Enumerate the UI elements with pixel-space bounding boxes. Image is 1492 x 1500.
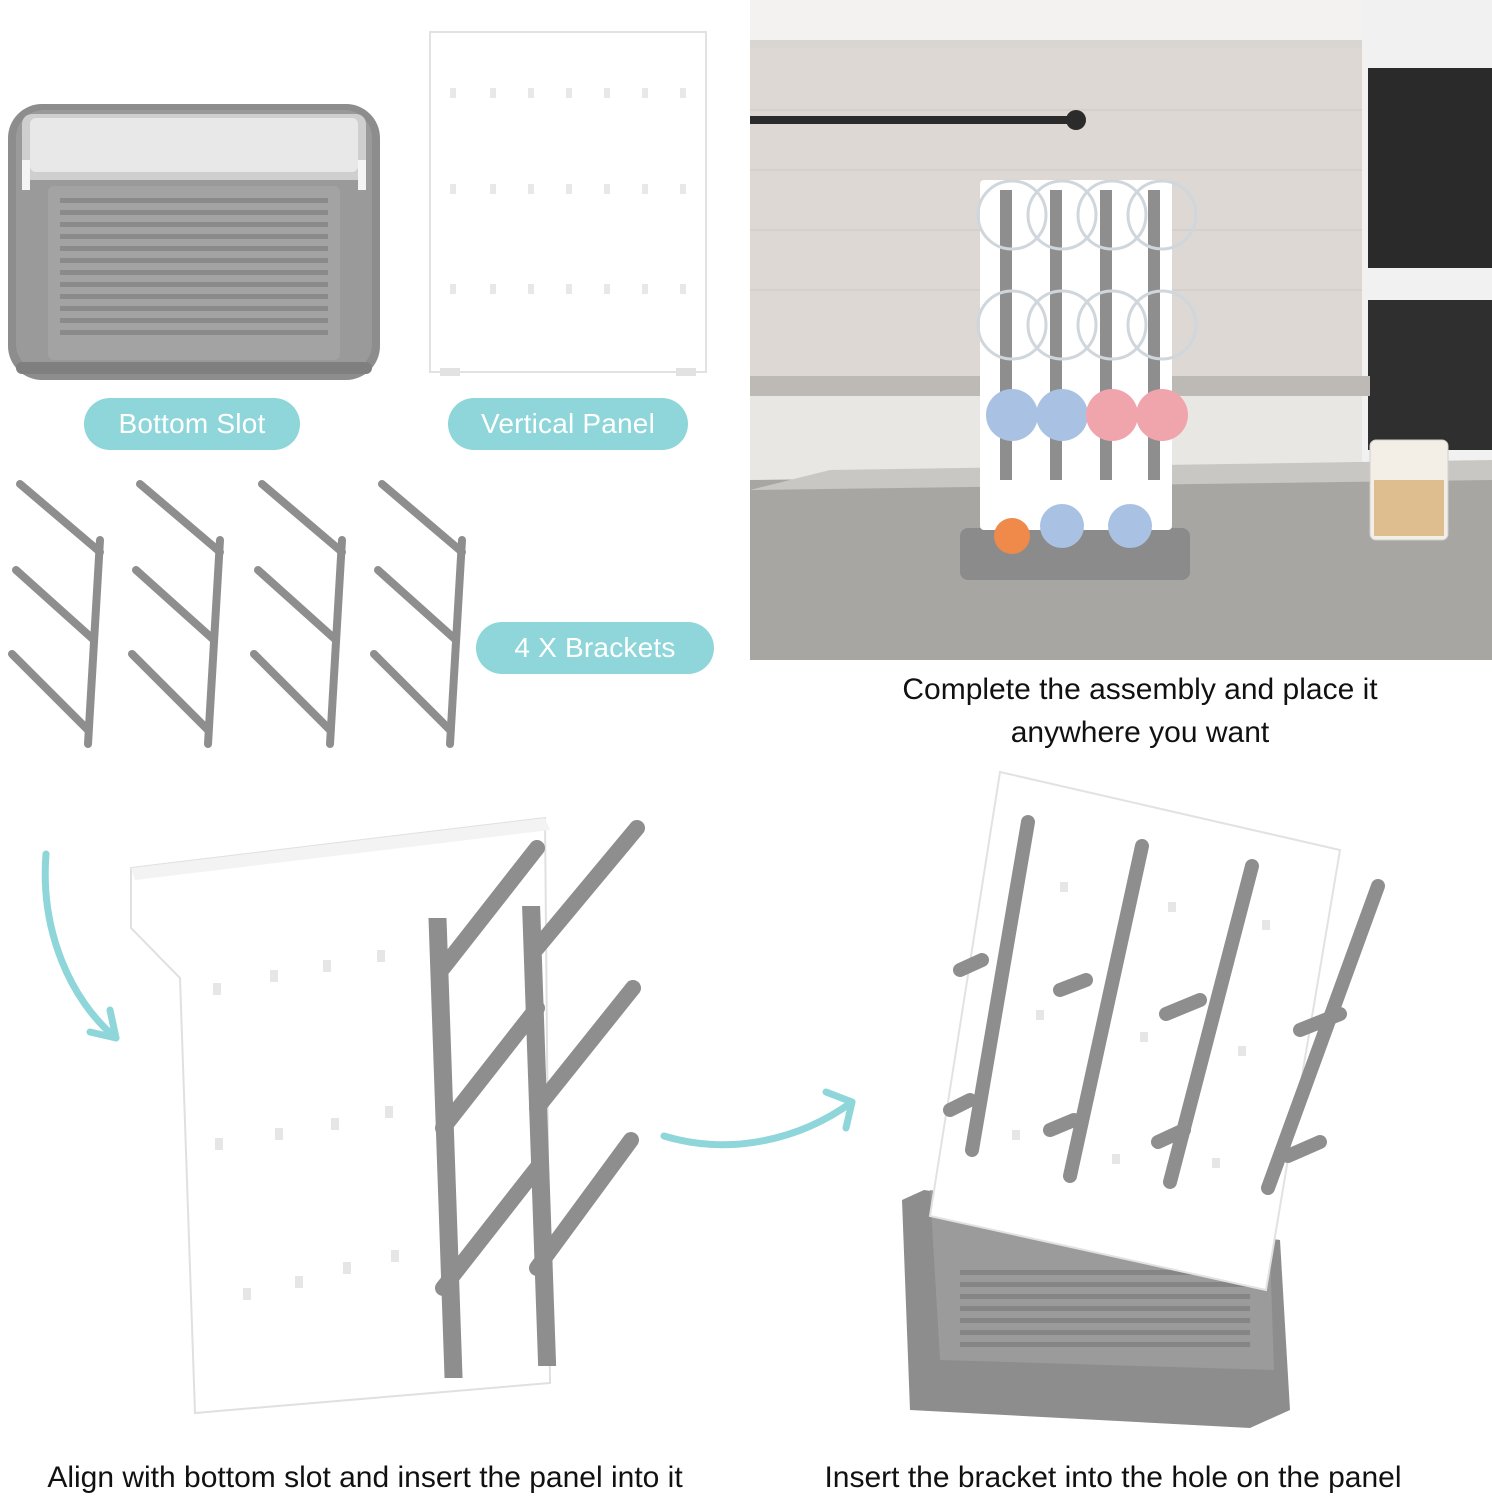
brackets-label: 4 X Brackets [476,622,714,674]
curved-arrow-down-icon [30,850,130,1050]
curved-arrow-right-icon [660,1080,860,1170]
bracket [8,480,104,748]
bracket [370,480,466,748]
bracket [250,480,346,748]
vertical-panel-label: Vertical Panel [448,398,688,450]
bracket-insert-image [900,770,1400,1430]
complete-caption: Complete the assembly and place it anywh… [790,668,1490,754]
align-caption: Align with bottom slot and insert the pa… [47,1461,683,1494]
bottom-slot-label: Bottom Slot [84,398,300,450]
vertical-panel-image [429,31,707,378]
kitchen-photo [750,0,1492,660]
bottom-slot-image [8,100,380,382]
panel-insert-image [125,816,655,1418]
complete-caption-line1: Complete the assembly and place it [902,673,1378,706]
brackets-image [8,478,478,750]
bracket [128,480,224,748]
insert-caption: Insert the bracket into the hole on the … [824,1461,1402,1494]
complete-caption-line2: anywhere you want [1010,716,1270,749]
